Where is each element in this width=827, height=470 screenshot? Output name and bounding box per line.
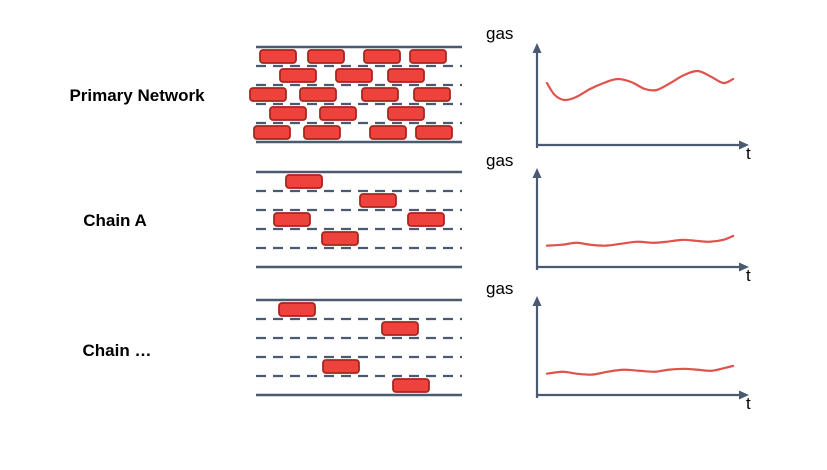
block-band (249, 45, 462, 144)
block (322, 359, 360, 374)
gas-axis-label: gas (486, 24, 513, 43)
block (392, 378, 430, 393)
time-axis-label: t (746, 144, 751, 163)
gas-axis-label: gas (486, 279, 513, 298)
time-axis-x-arrow (739, 262, 749, 272)
block (361, 87, 399, 102)
row-primary-network: Primary Network gas t (69, 24, 751, 163)
block-band (256, 298, 462, 397)
block (319, 106, 357, 121)
block-band (256, 170, 462, 269)
time-axis-label: t (746, 394, 751, 413)
block (299, 87, 337, 102)
block (253, 125, 291, 140)
block (278, 302, 316, 317)
block (303, 125, 341, 140)
block (387, 106, 425, 121)
block (363, 49, 401, 64)
block (279, 68, 317, 83)
block (359, 193, 397, 208)
gas-axis-y-arrow (532, 296, 542, 306)
row-label: Chain A (83, 211, 147, 230)
block (269, 106, 307, 121)
block (273, 212, 311, 227)
block (407, 212, 445, 227)
block (409, 49, 447, 64)
row-chain-more: Chain … gas t (83, 279, 751, 413)
block (415, 125, 453, 140)
block (249, 87, 287, 102)
block (335, 68, 373, 83)
block (321, 231, 359, 246)
gas-axis-y-arrow (532, 168, 542, 178)
block (387, 68, 425, 83)
gas-usage-curve (545, 364, 735, 376)
block (259, 49, 297, 64)
time-axis-label: t (746, 266, 751, 285)
gas-axis-y-arrow (532, 43, 542, 53)
gas-usage-curve (545, 234, 735, 247)
row-label: Primary Network (69, 86, 205, 105)
block (381, 321, 419, 336)
gas-chart: gas t (486, 24, 751, 163)
block (369, 125, 407, 140)
gas-axis-label: gas (486, 151, 513, 170)
gas-usage-curve (545, 69, 735, 102)
block (285, 174, 323, 189)
row-chain-a: Chain A gas t (83, 151, 751, 285)
block (413, 87, 451, 102)
gas-chart: gas t (486, 279, 751, 413)
gas-chart: gas t (486, 151, 751, 285)
block (307, 49, 345, 64)
time-axis-x-arrow (739, 390, 749, 400)
time-axis-x-arrow (739, 140, 749, 150)
row-label: Chain … (83, 341, 152, 360)
